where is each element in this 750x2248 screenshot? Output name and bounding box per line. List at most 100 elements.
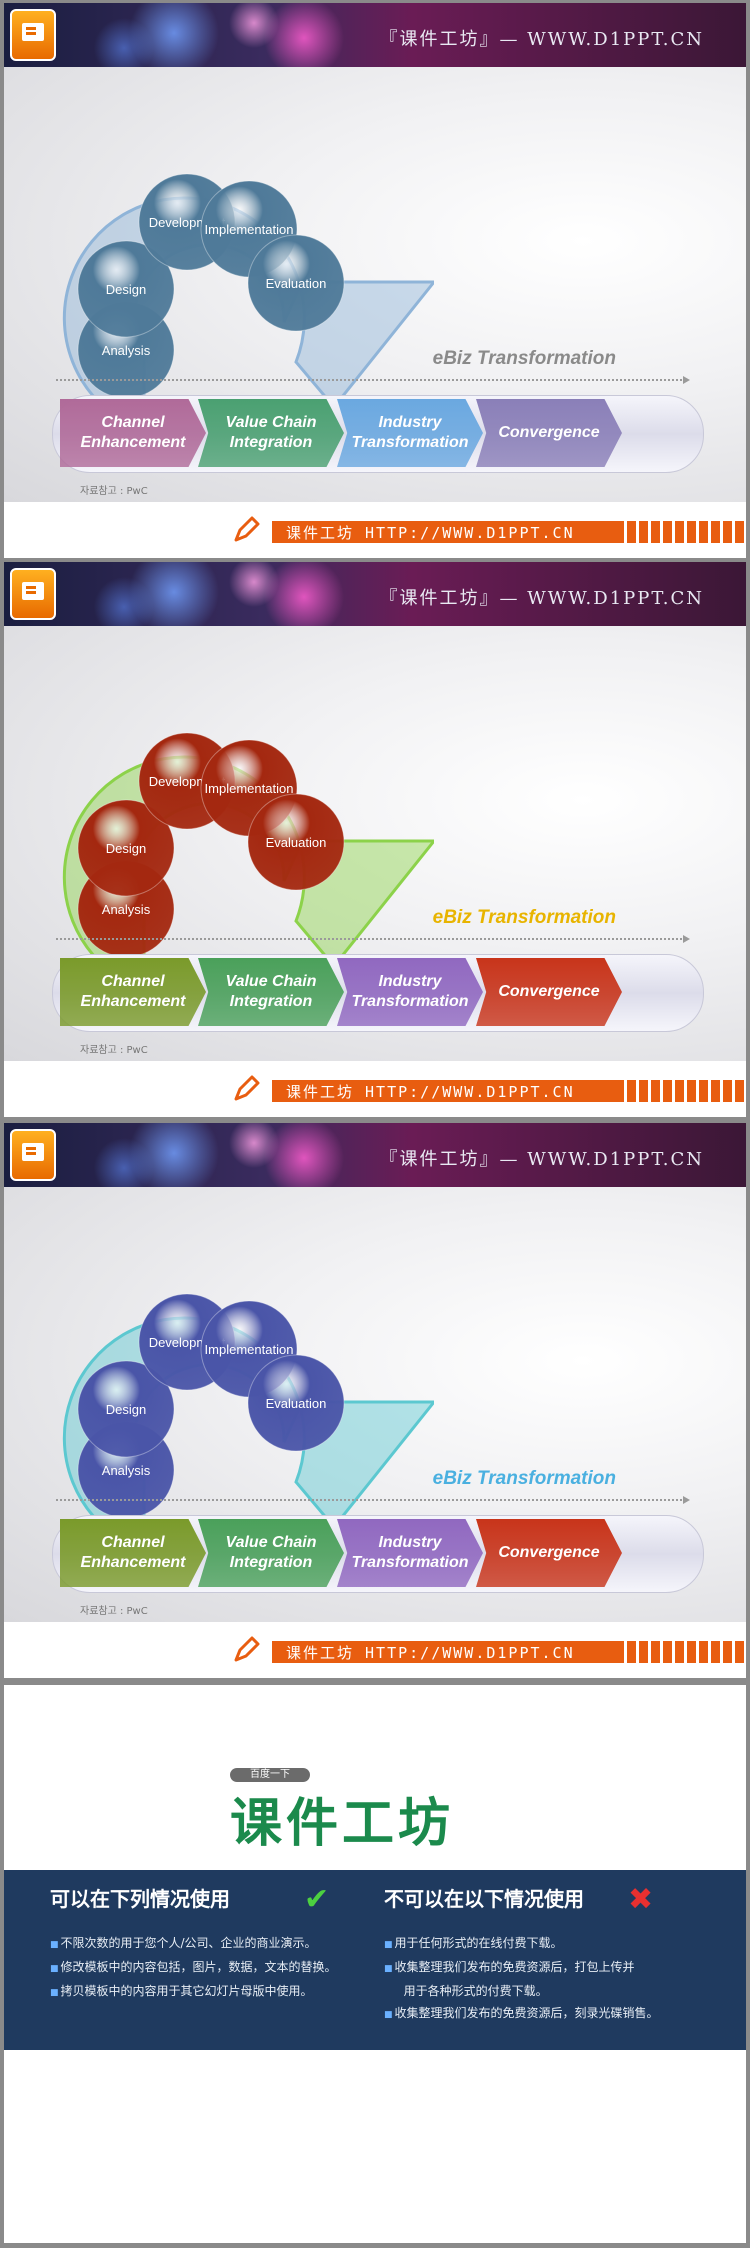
denied-item: 收集整理我们发布的免费资源后，打包上传并 (384, 1956, 659, 1980)
cycle-diagram: AnalysisDesignDevelopmentImplementationE… (62, 1293, 434, 1517)
denied-item-cont: 用于各种形式的付费下载。 (396, 1984, 548, 1998)
timeline-arrow (56, 376, 690, 384)
allowed-title: 可以在下列情况使用 (50, 1887, 230, 1911)
cycle-ball (247, 793, 345, 891)
cycle-label: Design (106, 1402, 146, 1417)
footer-url[interactable]: 课件工坊 HTTP://WWW.D1PPT.CN (286, 1644, 575, 1662)
presentation-logo-icon (10, 568, 56, 620)
stage-chevron: Convergence (476, 958, 622, 1026)
footer-stripes (624, 1080, 746, 1102)
stage-chevron: Industry Transformation (337, 958, 483, 1026)
stage-chevron: Value Chain Integration (198, 1519, 344, 1587)
check-icon: ✔ (304, 1882, 330, 1917)
stage-label: Value Chain Integration (225, 414, 317, 451)
cycle-ball (77, 240, 175, 338)
cycle-label: Evaluation (266, 1396, 327, 1411)
stage-label: Channel Enhancement (80, 1534, 186, 1571)
stage-label: Value Chain Integration (225, 1534, 317, 1571)
cycle-label: Analysis (102, 902, 151, 917)
footer: 课件工坊 HTTP://WWW.D1PPT.CN (4, 1061, 746, 1117)
stage-label: Channel Enhancement (80, 414, 186, 451)
stage-chevron: Value Chain Integration (198, 399, 344, 467)
cycle-ball (247, 1354, 345, 1452)
denied-item: 用于任何形式的在线付费下载。 (384, 1932, 659, 1956)
stage-label: Industry Transformation (351, 973, 469, 1010)
stage-label: Channel Enhancement (80, 973, 186, 1010)
cycle-label: Implementation (205, 1342, 294, 1357)
allowed-item: 拷贝模板中的内容用于其它幻灯片母版中使用。 (50, 1980, 337, 2004)
stage-label: Value Chain Integration (225, 973, 317, 1010)
stage-chevron: Channel Enhancement (60, 399, 206, 467)
footer-url[interactable]: 课件工坊 HTTP://WWW.D1PPT.CN (286, 1083, 575, 1101)
cycle-diagram: AnalysisDesignDevelopmentImplementationE… (62, 173, 434, 397)
cycle-ball (77, 799, 175, 897)
pencil-icon (234, 1075, 260, 1101)
stage-label: Industry Transformation (351, 1534, 469, 1571)
stage-chevron: Convergence (476, 399, 622, 467)
cycle-label: Analysis (102, 343, 151, 358)
footer-stripes (624, 1641, 746, 1663)
denied-list: 用于任何形式的在线付费下载。 收集整理我们发布的免费资源后，打包上传并 用于各种… (384, 1932, 659, 2026)
stage-chevron: Industry Transformation (337, 399, 483, 467)
stage-chevron: Value Chain Integration (198, 958, 344, 1026)
stage-label: Convergence (498, 1544, 600, 1561)
banner-title: 『课件工坊』— WWW.D1PPT.CN (379, 588, 704, 609)
ebiz-label: eBiz Transformation (432, 907, 616, 928)
footer-bar: 课件工坊 HTTP://WWW.D1PPT.CN (272, 1641, 746, 1663)
ebiz-label: eBiz Transformation (432, 348, 616, 369)
ebiz-label: eBiz Transformation (432, 1468, 616, 1489)
stage-label: Convergence (498, 983, 600, 1000)
stage-label: Industry Transformation (351, 414, 469, 451)
allowed-list: 不限次数的用于您个人/公司、企业的商业演示。 修改模板中的内容包括，图片，数据，… (50, 1932, 337, 2004)
denied-item: 收集整理我们发布的免费资源后，刻录光碟销售。 (384, 2002, 659, 2026)
brand-logo: 课件工坊 (230, 1794, 455, 1854)
cycle-diagram: AnalysisDesignDevelopmentImplementationE… (62, 732, 434, 956)
footer-stripes (624, 521, 746, 543)
stage-chevron: Industry Transformation (337, 1519, 483, 1587)
source-note: 자료참고 : PwC (80, 486, 148, 497)
stage-label: Convergence (498, 424, 600, 441)
denied-title: 不可以在以下情况使用 (384, 1887, 584, 1911)
cycle-ball (247, 234, 345, 332)
footer: 课件工坊 HTTP://WWW.D1PPT.CN (4, 502, 746, 558)
pencil-icon (234, 1636, 260, 1662)
source-note: 자료참고 : PwC (80, 1606, 148, 1617)
pencil-icon (234, 516, 260, 542)
header-banner: 『课件工坊』— WWW.D1PPT.CN (4, 562, 746, 626)
footer-url[interactable]: 课件工坊 HTTP://WWW.D1PPT.CN (286, 524, 575, 542)
presentation-logo-icon (10, 1129, 56, 1181)
stage-chevron: Convergence (476, 1519, 622, 1587)
timeline-arrow (56, 935, 690, 943)
footer: 课件工坊 HTTP://WWW.D1PPT.CN (4, 1622, 746, 1678)
cycle-label: Evaluation (266, 835, 327, 850)
cycle-label: Analysis (102, 1463, 151, 1478)
brand-badge: 百度一下 (230, 1768, 310, 1782)
cycle-label: Implementation (205, 781, 294, 796)
cycle-label: Design (106, 282, 146, 297)
cycle-label: Implementation (205, 222, 294, 237)
allowed-item: 不限次数的用于您个人/公司、企业的商业演示。 (50, 1932, 337, 1956)
usage-panel: 可以在下列情况使用 ✔ 不限次数的用于您个人/公司、企业的商业演示。 修改模板中… (4, 1870, 746, 2050)
footer-bar: 课件工坊 HTTP://WWW.D1PPT.CN (272, 521, 746, 543)
stage-chevron: Channel Enhancement (60, 1519, 206, 1587)
cross-icon: ✖ (628, 1882, 654, 1917)
presentation-logo-icon (10, 9, 56, 61)
header-banner: 『课件工坊』— WWW.D1PPT.CN (4, 3, 746, 67)
stage-chevron: Channel Enhancement (60, 958, 206, 1026)
cycle-label: Design (106, 841, 146, 856)
banner-title: 『课件工坊』— WWW.D1PPT.CN (379, 29, 704, 50)
banner-title: 『课件工坊』— WWW.D1PPT.CN (379, 1149, 704, 1170)
usage-page: 百度一下 课件工坊 可以在下列情况使用 ✔ 不限次数的用于您个人/公司、企业的商… (4, 1685, 746, 2243)
source-note: 자료참고 : PwC (80, 1045, 148, 1056)
cycle-label: Evaluation (266, 276, 327, 291)
timeline-arrow (56, 1496, 690, 1504)
footer-bar: 课件工坊 HTTP://WWW.D1PPT.CN (272, 1080, 746, 1102)
cycle-ball (77, 1360, 175, 1458)
header-banner: 『课件工坊』— WWW.D1PPT.CN (4, 1123, 746, 1187)
allowed-item: 修改模板中的内容包括，图片，数据，文本的替换。 (50, 1956, 337, 1980)
